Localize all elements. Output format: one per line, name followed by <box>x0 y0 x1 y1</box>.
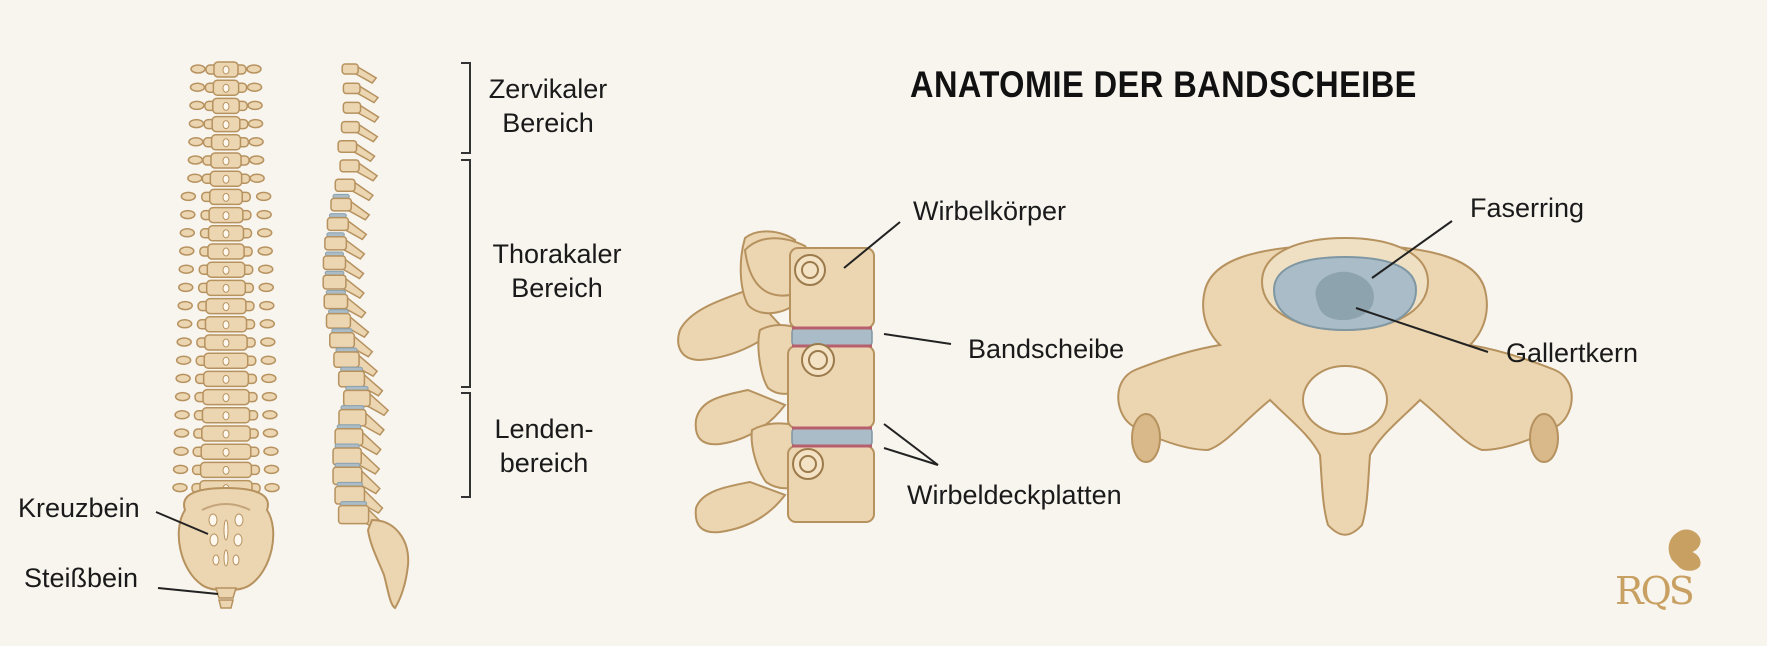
spinal-canal <box>1302 365 1388 435</box>
front-vertebra <box>188 115 264 133</box>
label-sacrum: Kreuzbein <box>18 493 140 523</box>
front-vertebra <box>187 170 265 187</box>
front-vertebra <box>187 152 265 169</box>
front-vertebra <box>189 97 263 115</box>
side-vertebra <box>323 289 367 319</box>
label-coccyx: Steißbein <box>24 563 139 593</box>
front-vertebra <box>176 334 276 351</box>
end-plates <box>792 326 872 448</box>
front-vertebra <box>177 279 275 297</box>
logo-text: RQS <box>1615 569 1695 613</box>
side-vertebra <box>339 159 379 182</box>
side-vertebra <box>329 328 374 358</box>
front-vertebra <box>174 388 278 406</box>
label-nucleus: Gallertkern <box>1506 338 1639 368</box>
front-vertebra <box>175 370 277 388</box>
side-sacrum <box>366 518 410 610</box>
side-vertebra <box>340 120 379 143</box>
front-vertebra <box>176 316 276 333</box>
spine-front-view <box>172 61 280 497</box>
front-vertebra <box>172 461 280 479</box>
front-vertebra <box>174 407 278 424</box>
region-brackets <box>461 62 471 498</box>
side-vertebra <box>326 213 368 241</box>
coccyx <box>214 587 238 609</box>
side-vertebra <box>322 270 365 299</box>
front-vertebra <box>188 134 264 151</box>
side-vertebra <box>334 481 384 515</box>
side-vertebra <box>337 366 384 397</box>
rqs-logo <box>1668 529 1701 571</box>
front-vertebra <box>180 188 272 206</box>
side-vertebra <box>330 193 371 221</box>
side-vertebra <box>342 82 380 104</box>
label-end-plates: Wirbeldeckplatten <box>907 480 1122 510</box>
front-vertebra <box>177 297 275 315</box>
motion-segment <box>677 221 952 534</box>
side-vertebra <box>324 232 366 260</box>
diagram-title: ANATOMIE DER BANDSCHEIBE <box>910 64 1417 105</box>
label-disc: Bandscheibe <box>968 334 1125 364</box>
label-vertebral-body: Wirbelkörper <box>913 196 1067 226</box>
nucleus <box>1315 271 1374 321</box>
side-vertebra <box>341 63 378 84</box>
front-vertebra <box>173 425 279 442</box>
sacrum <box>177 486 275 592</box>
front-vertebra <box>190 61 262 78</box>
label-annulus: Faserring <box>1470 193 1585 223</box>
front-vertebra <box>180 206 272 224</box>
lower-disc <box>791 427 873 447</box>
region-label-lumbar: Lenden-bereich <box>494 414 594 478</box>
front-vertebra <box>189 79 263 96</box>
side-vertebra <box>332 462 381 495</box>
side-vertebra <box>322 251 365 280</box>
front-vertebra <box>178 261 274 278</box>
spine-side-view <box>322 63 390 534</box>
spine-leader-lines <box>155 511 219 595</box>
upper-disc <box>791 327 873 347</box>
side-vertebra <box>342 101 380 124</box>
front-vertebra <box>179 243 273 260</box>
front-vertebra <box>173 443 279 460</box>
side-vertebra <box>334 424 382 456</box>
side-vertebra <box>337 140 376 163</box>
front-vertebra <box>179 225 273 242</box>
side-vertebra <box>333 347 379 378</box>
side-vertebra <box>334 178 375 202</box>
side-vertebra <box>325 309 370 339</box>
front-vertebra <box>175 352 277 369</box>
disc-top-view <box>1117 220 1573 536</box>
